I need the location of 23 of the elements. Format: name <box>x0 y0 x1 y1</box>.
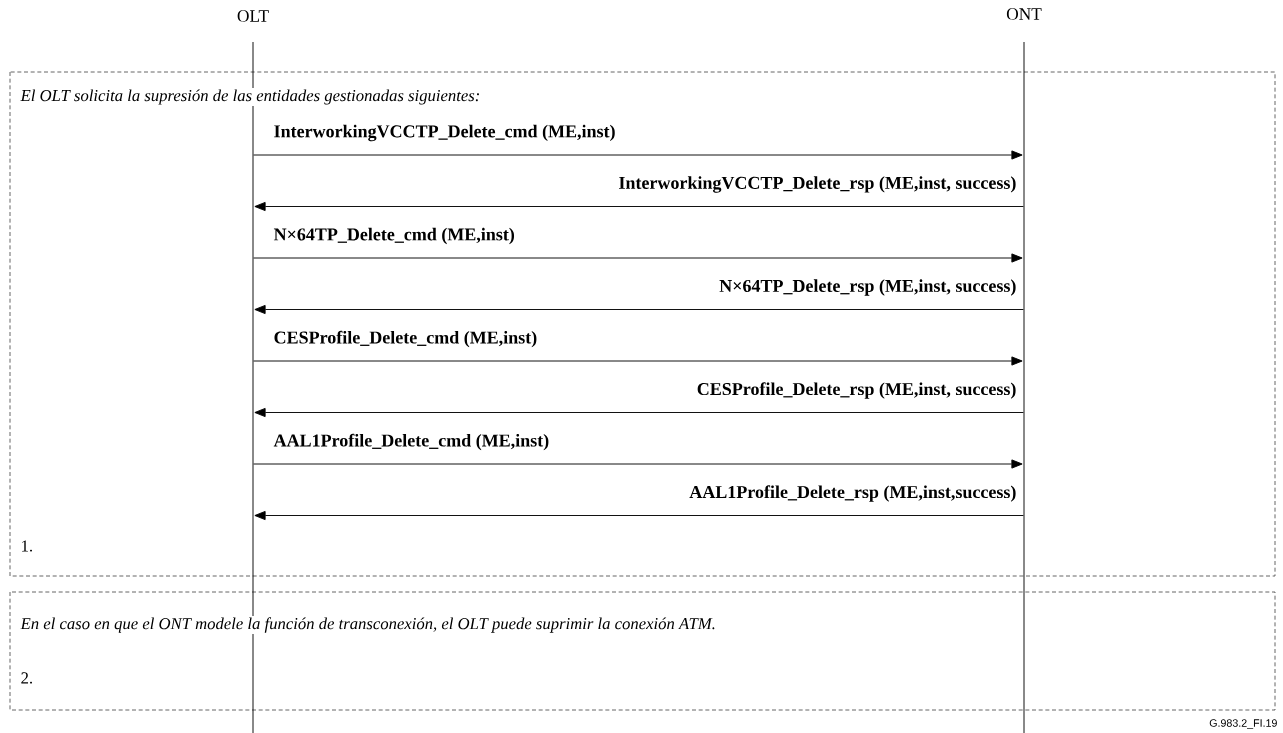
message-arrow <box>253 356 1023 366</box>
note-text: En el caso en que el ONT modele la función de transconexión, el OLT puede suprimir la conexión ATM. <box>19 616 718 634</box>
message-arrow <box>253 459 1023 469</box>
figure-id: G.983.2_FI.19 <box>1209 719 1277 729</box>
lifeline-label: ONT <box>1006 8 1042 20</box>
message-label: N×64TP_Delete_rsp (ME,inst, success) <box>719 279 1016 296</box>
message-arrow <box>254 304 1024 315</box>
message-arrow <box>253 253 1023 263</box>
lifeline-label: OLT <box>237 10 269 22</box>
message-label: N×64TP_Delete_cmd (ME,inst) <box>273 227 515 245</box>
message-arrow <box>253 150 1023 160</box>
message-label: AAL1Profile_Delete_rsp (ME,inst,success) <box>689 485 1016 502</box>
message-label: CESProfile_Delete_cmd (ME,inst) <box>274 330 537 348</box>
step-number: 2. <box>21 672 32 684</box>
message-label: AAL1Profile_Delete_cmd (ME,inst) <box>273 433 549 451</box>
message-label: InterworkingVCCTP_Delete_rsp (ME,inst, success) <box>619 176 1016 193</box>
step-number: 1. <box>22 540 32 552</box>
note-text: El OLT solicita la supresión de las entidades gestionadas siguientes: <box>19 88 482 106</box>
message-label: InterworkingVCCTP_Delete_cmd (ME,inst) <box>274 124 615 142</box>
message-arrow <box>254 201 1024 212</box>
message-arrow <box>254 407 1024 418</box>
message-label: CESProfile_Delete_rsp (ME,inst, success) <box>697 382 1016 399</box>
message-arrow <box>254 510 1024 521</box>
